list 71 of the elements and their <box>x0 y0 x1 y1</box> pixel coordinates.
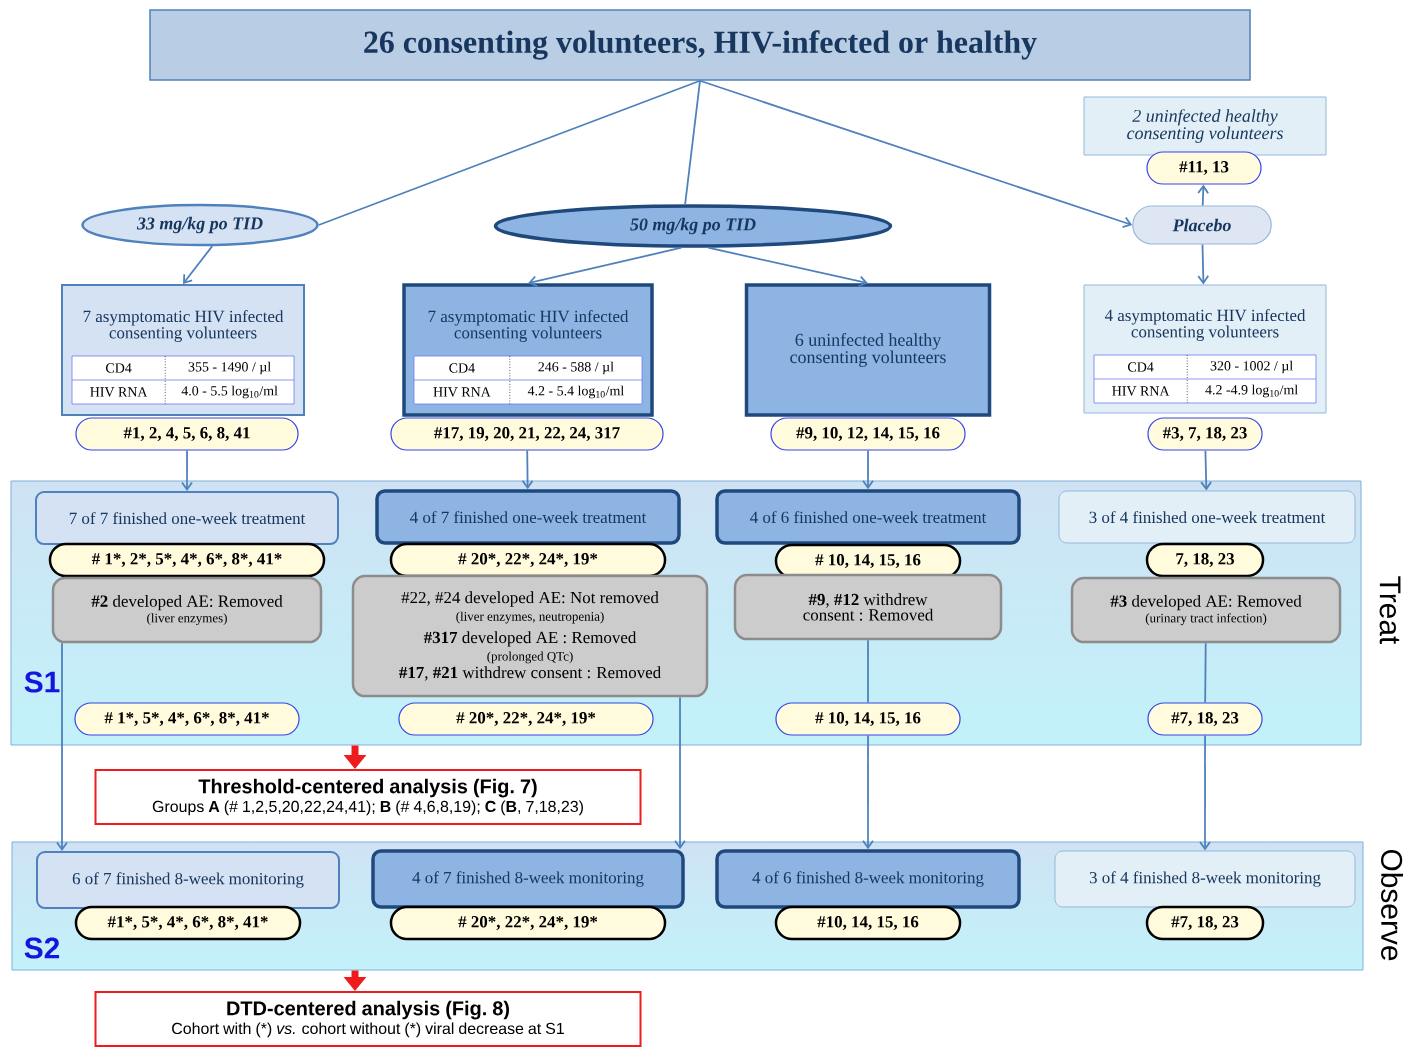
arrow <box>1197 184 1209 207</box>
phase-label: Observe <box>1381 849 1403 961</box>
phase-label: Treat <box>1379 576 1401 645</box>
id-pill: # 10, 14, 15, 16 <box>774 543 962 579</box>
group-box: 7 asymptomatic HIV infected consenting volunteers CD4 246 - 588 / µl HIV RNA 4.2 - 5.4 log$_{10}$/ml <box>402 283 654 417</box>
id-pill: 7, 18, 23 <box>1145 542 1265 578</box>
group-box: 7 asymptomatic HIV infected consenting volunteers CD4 355 - 1490 / µl HIV RNA 4.0 - 5.5 log$_{10}$/ml <box>61 284 305 416</box>
node-label: CD4 <box>1128 362 1154 372</box>
id-pill: #17, 19, 20, 21, 22, 24, 317 <box>390 417 664 451</box>
group-box: 6 uninfected healthy consenting volunteers <box>744 283 992 417</box>
stage-label: S1 <box>24 671 60 693</box>
status-box: 7 of 7 finished one-week treatment <box>35 491 339 545</box>
arrow <box>674 696 686 850</box>
group-box: 4 asymptomatic HIV infected consenting volunteers CD4 320 - 1002 / µl HIV RNA 4.2 -4.9 log$_{10}$/ml <box>1083 284 1327 414</box>
id-pill: #10, 14, 15, 16 <box>774 905 962 941</box>
data-table: CD4 320 - 1002 / µl HIV RNA 4.2 -4.9 log$_{10}$/ml <box>1093 354 1317 404</box>
node-label: HIV RNA <box>1112 386 1170 396</box>
arrow <box>521 449 534 490</box>
id-pill: # 20*, 22*, 24*, 19* <box>389 542 667 578</box>
arrow <box>707 246 868 288</box>
node-label: 4.2 - 5.4 log$_{10}$/ml <box>527 385 624 399</box>
arrow <box>1199 734 1211 851</box>
id-pill: # 1*, 2*, 5*, 4*, 6*, 8*, 41* <box>48 542 326 578</box>
node-label: HIV RNA <box>433 387 491 397</box>
id-pill: #1, 2, 4, 5, 6, 8, 41 <box>75 417 299 451</box>
note-box: #9, #12 withdrew consent : Removed <box>733 573 1003 641</box>
arrow <box>1197 243 1210 285</box>
note-box: #22, #24 developed AE: Not removed (liver enzymes, neutropenia) #317 developed AE : Removed (prolonged QTc) #17, #21 withdrew consent : Removed <box>351 574 709 698</box>
note-box: #3 developed AE: Removed (urinary tract infection) <box>1070 576 1342 644</box>
node-label: 246 - 588 / µl <box>538 361 614 375</box>
node-label: HIV RNA <box>90 387 148 397</box>
node-label: CD4 <box>106 363 132 373</box>
status-box: 4 of 7 finished one-week treatment <box>375 489 681 545</box>
data-table: CD4 246 - 588 / µl HIV RNA 4.2 - 5.4 log$_{10}$/ml <box>413 355 643 405</box>
arrow <box>528 246 683 288</box>
node-label: 320 - 1002 / µl <box>1210 360 1293 374</box>
analysis-box: DTD-centered analysis (Fig. 8) Cohort with (*) vs. cohort without (*) viral decrease at S1 <box>94 991 642 1047</box>
group-box: 2 uninfected healthy consenting volunteers <box>1083 96 1327 156</box>
status-box: 4 of 7 finished 8-week monitoring <box>371 849 685 909</box>
id-pill: #7, 18, 23 <box>1145 905 1265 941</box>
id-pill: #3, 7, 18, 23 <box>1147 417 1263 451</box>
id-pill: # 20*, 22*, 24*, 19* <box>398 702 654 736</box>
status-box: 3 of 4 finished 8-week monitoring <box>1054 850 1356 908</box>
id-pill: #11, 13 <box>1146 151 1262 185</box>
arrow <box>862 449 874 490</box>
status-box: 6 of 7 finished 8-week monitoring <box>36 851 340 909</box>
note-box: #2 developed AE: Removed (liver enzymes) <box>51 576 323 644</box>
node-label: CD4 <box>449 363 475 373</box>
status-box: 4 of 6 finished 8-week monitoring <box>715 849 1021 909</box>
arrow <box>1200 449 1213 491</box>
id-pill: #7, 18, 23 <box>1147 702 1263 736</box>
status-box: 3 of 4 finished one-week treatment <box>1058 490 1356 544</box>
arrow <box>56 642 68 851</box>
id-pill: # 20*, 22*, 24*, 19* <box>389 905 667 941</box>
id-pill: # 1*, 5*, 4*, 6*, 8*, 41* <box>74 702 300 736</box>
id-pill: # 10, 14, 15, 16 <box>775 702 961 736</box>
arrow <box>699 79 1133 228</box>
arrow <box>181 449 193 491</box>
node-label: 4.2 -4.9 log$_{10}$/ml <box>1205 384 1298 398</box>
arrow <box>183 245 214 284</box>
node-label: 4.0 - 5.5 log$_{10}$/ml <box>181 385 278 399</box>
arrow <box>862 734 874 850</box>
node-label: 355 - 1490 / µl <box>188 361 271 375</box>
status-box: 4 of 6 finished one-week treatment <box>715 489 1021 545</box>
id-pill: #1*, 5*, 4*, 6*, 8*, 41* <box>74 905 302 941</box>
stage-label: S2 <box>24 937 60 959</box>
analysis-box: Threshold-centered analysis (Fig. 7) Groups A (# 1,2,5,20,22,24,41); B (# 4,6,8,19); C (B, 7,18,23) <box>94 769 642 825</box>
dose-pill: Placebo <box>1132 205 1272 245</box>
title-box: 26 consenting volunteers, HIV-infected or healthy <box>149 9 1251 81</box>
id-pill: #9, 10, 12, 14, 15, 16 <box>770 417 966 451</box>
data-table: CD4 355 - 1490 / µl HIV RNA 4.0 - 5.5 log$_{10}$/ml <box>71 355 295 405</box>
